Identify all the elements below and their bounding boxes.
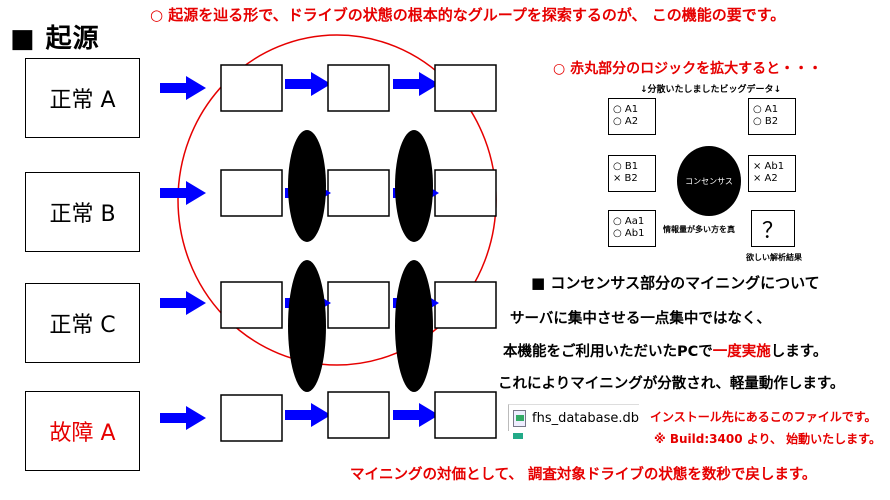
row-label: 正常 B [49,202,116,227]
data-box-line: ○ B1 [613,161,639,172]
row-label: 正常 C [49,313,116,338]
consensus-ellipse [288,260,326,392]
body-line-3: これによりマイニングが分散され、軽量動作します。 [498,376,845,392]
data-box-line: ○ Aa1 [613,216,645,227]
result-box: ？ [751,210,795,247]
body-line-2-emphasis: 一度実施 [712,344,771,360]
row-label: 正常 A [49,88,116,113]
consensus-node: コンセンサス [677,146,741,216]
flow-diagram [160,34,497,442]
arrow [160,291,206,315]
data-box: ○ Aa1 ○ Ab1 [608,210,656,247]
row-label: 故障 A [49,421,116,446]
file-note-2: ※ Build:3400 より、 始動いたします。 [654,432,881,446]
page-title: ■ 起源 [10,24,100,54]
arrow [285,403,331,427]
file-name: fhs_database.db [532,410,639,426]
stage-box [220,64,283,112]
stage-box [434,391,497,439]
file-row[interactable]: fhs_database.db [508,404,639,431]
stage-box [434,281,497,329]
body-line-2-prefix: 本機能をご利用いただいたPCで [503,344,713,360]
body-line-1: サーバに集中させる一点集中ではなく、 [510,311,771,327]
stage-box [434,64,497,112]
stage-box [327,169,390,217]
file-row-cropped [508,430,638,439]
consensus-ellipse [288,130,326,242]
data-box-line: × Ab1 [753,161,785,172]
arrow [160,181,206,205]
arrow [393,403,439,427]
body-line-2-suffix: します。 [770,344,828,360]
file-icon [513,433,523,439]
data-box-line: × A2 [753,173,778,184]
data-box: × Ab1 × A2 [748,155,796,192]
data-box: ○ A1 ○ B2 [748,98,796,135]
row-normal-c-box: 正常 C [25,283,140,363]
arrow [285,72,331,96]
stage-box [220,281,283,329]
zoom-subtitle: ↓分散いたしましたビッグデータ↓ [640,85,782,95]
arrow [160,406,206,430]
consensus-ellipse [395,130,433,242]
stage-box [327,64,390,112]
row-normal-a-box: 正常 A [25,58,140,138]
arrow [393,72,439,96]
data-box-line: ○ B2 [753,116,779,127]
consensus-label: コンセンサス [685,176,733,186]
top-note: ○ 起源を辿る形で、ドライブの状態の根本的なグループを探索するのが、 この機能の… [150,6,786,24]
data-box: ○ B1 × B2 [608,155,656,192]
data-box-line: ○ Ab1 [613,228,645,239]
body-line-2: 本機能をご利用いただいたPCで一度実施します。 [503,340,827,361]
stage-box [434,169,497,217]
stage-box [327,281,390,329]
arrow [160,76,206,100]
truth-label: 情報量が多い方を真 [663,225,735,234]
section-heading: ■ コンセンサス部分のマイニングについて [531,274,820,292]
data-box: ○ A1 ○ A2 [608,98,656,135]
file-note-1: インストール先にあるこのファイルです。 [650,410,877,424]
data-box-line: × B2 [613,173,638,184]
zoom-title: ○ 赤丸部分のロジックを拡大すると・・・ [553,61,823,77]
data-box-line: ○ A1 [753,104,779,115]
stage-box [327,391,390,439]
data-box-line: ○ A2 [613,116,639,127]
row-failure-a-box: 故障 A [25,391,140,471]
stage-box [220,394,283,442]
question-mark: ？ [761,218,784,244]
data-box-line: ○ A1 [613,104,639,115]
bottom-note: マイニングの対価として、 調査対象ドライブの状態を数秒で戻します。 [350,467,817,483]
consensus-ellipse [395,260,433,392]
database-file-icon [513,409,526,427]
stage-box [220,169,283,217]
row-normal-b-box: 正常 B [25,172,140,252]
result-label: 欲しい解析結果 [746,253,802,262]
